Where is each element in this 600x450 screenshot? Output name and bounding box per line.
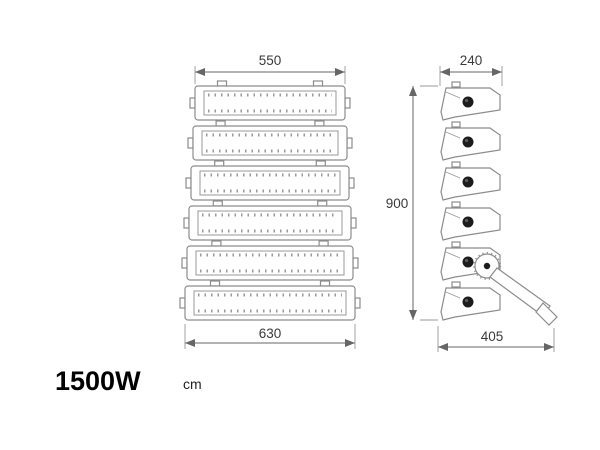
side-module-fin [440,161,501,201]
side-module-stack [440,81,501,321]
side-module-fin [440,81,501,121]
dim-label-side-top-width: 240 [460,53,483,68]
side-module-fin [440,121,501,161]
front-module-row [187,120,353,161]
unit-label: cm [183,376,202,392]
bracket-foot [535,302,558,326]
side-module-fin [440,201,501,241]
front-view: 550 630 [179,53,361,349]
tilt-adjustment-dial [473,252,501,280]
dim-label-front-bottom-width: 630 [259,326,282,341]
side-module-fin [440,281,501,321]
mounting-bracket [489,267,558,326]
dial-bolt [483,262,491,270]
caption: 1500W cm [55,366,202,396]
front-module-row [189,80,351,121]
front-module-row [185,160,355,201]
dim-label-side-height: 900 [386,196,409,211]
dim-label-side-bottom-width: 405 [481,329,504,344]
side-view: 240 900 405 [386,53,558,352]
front-module-row [179,280,361,321]
dim-front-top: 550 [194,53,346,84]
dim-side-top: 240 [439,53,503,86]
dim-side-height: 900 [386,85,438,321]
front-module-row [183,200,357,241]
front-module-row [181,240,359,281]
wattage-label: 1500W [55,366,141,396]
dim-side-bottom: 405 [437,326,555,352]
front-module-stack [179,80,361,321]
dim-label-front-top-width: 550 [259,53,282,68]
dim-front-bottom: 630 [184,324,356,349]
